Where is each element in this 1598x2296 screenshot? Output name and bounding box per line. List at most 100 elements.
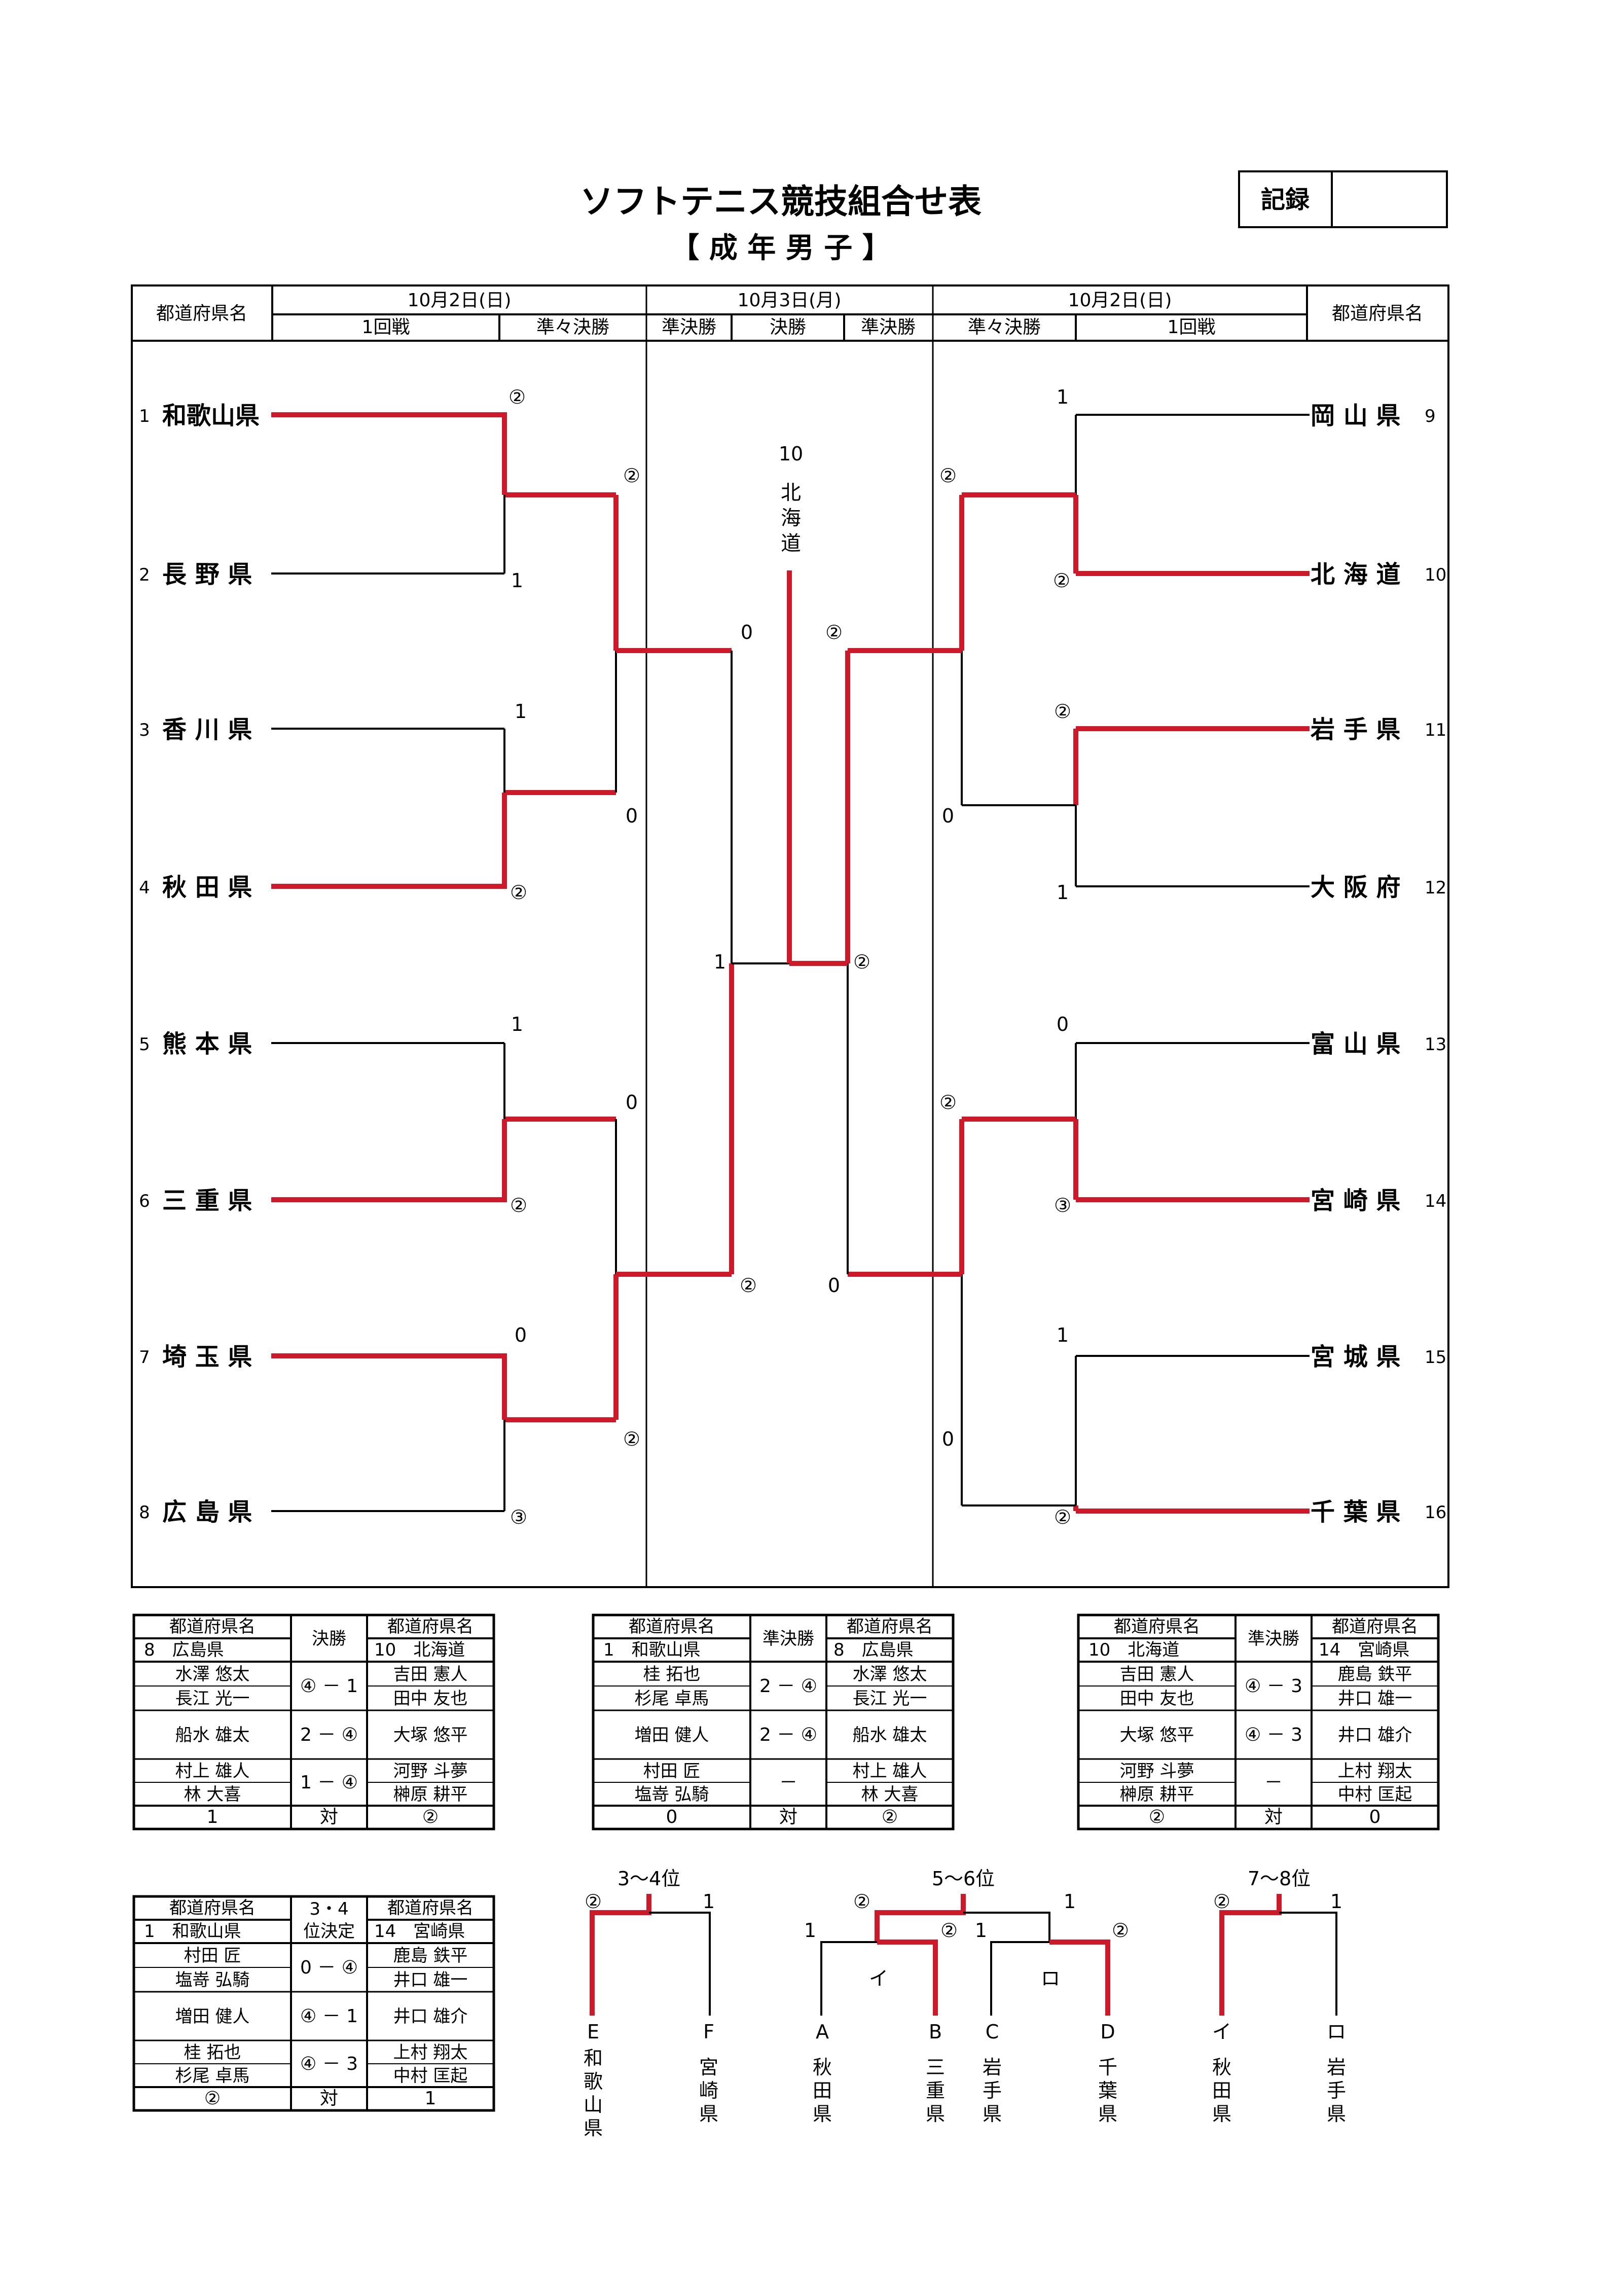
table-total: 対: [320, 1807, 338, 1827]
slot-label: ロ: [1041, 1967, 1060, 1990]
table-head-round: 3・4: [309, 1899, 348, 1919]
player-name: 村田 匠: [184, 1946, 241, 1966]
vertical-char: 重: [926, 2079, 945, 2102]
player-name: 水澤 悠太: [175, 1664, 250, 1684]
winner-line: [877, 1940, 938, 2016]
vertical-char: 田: [1212, 2079, 1231, 2102]
header-date-right: 10月2日(日): [1068, 290, 1172, 311]
table-head-pref: 都道府県名: [847, 1617, 933, 1637]
score-label: ②: [740, 1274, 757, 1297]
slot-label: ロ: [1327, 2021, 1346, 2043]
table-total: ②: [882, 1807, 898, 1827]
score-label: ②: [1054, 1506, 1071, 1528]
player-name: 林 大喜: [861, 1784, 919, 1805]
score-label: 0: [626, 1091, 638, 1114]
team-name: 熊 本 県: [162, 1030, 252, 1058]
table-head-pref: 都道府県名: [629, 1617, 715, 1637]
player-name: 塩嵜 弘騎: [635, 1784, 709, 1805]
placement-title: 5～6位: [932, 1868, 995, 1890]
score-label: 0: [515, 1324, 527, 1346]
team-number: 16: [1425, 1502, 1446, 1523]
score-label: 1: [511, 1013, 523, 1035]
vertical-char: 手: [983, 2079, 1002, 2102]
score-label: ②: [1053, 569, 1070, 592]
team-number: 6: [139, 1191, 150, 1211]
team-name: 埼 玉 県: [162, 1343, 252, 1371]
score-label: ②: [853, 951, 870, 973]
vertical-char: 県: [699, 2103, 718, 2125]
score-label: 1: [1330, 1890, 1342, 1913]
score-label: 1: [975, 1919, 987, 1942]
header-pref-left: 都道府県名: [156, 303, 247, 324]
team-number: 14: [1425, 1191, 1446, 1211]
match-score: 2 － ④: [300, 1725, 358, 1745]
vertical-char: 県: [1212, 2103, 1231, 2125]
score-label: ②: [585, 1890, 602, 1913]
header-round1-right: 1回戦: [1168, 317, 1216, 338]
player-name: 榊原 耕平: [393, 1784, 468, 1805]
bracket-line: [963, 1912, 1050, 1942]
winner-line: [271, 1353, 507, 1420]
table-head-pref: 都道府県名: [169, 1898, 256, 1918]
table-team: 8 広島県: [833, 1640, 914, 1660]
match-score: ④ － 3: [1245, 1725, 1302, 1745]
player-name: 中村 匡起: [1338, 1784, 1412, 1805]
table-head-pref: 都道府県名: [1332, 1617, 1418, 1637]
vertical-char: 崎: [699, 2079, 718, 2102]
vertical-char: 宮: [699, 2056, 718, 2078]
player-name: 増田 健人: [175, 2006, 250, 2027]
score-label: ②: [510, 881, 527, 904]
score-label: 0: [741, 621, 753, 643]
score-label: ③: [510, 1506, 527, 1528]
table-team: 10 北海道: [374, 1640, 465, 1660]
vertical-char: 歌: [584, 2070, 603, 2093]
team-number: 2: [139, 565, 150, 585]
table-total: 0: [1369, 1807, 1381, 1827]
score-label: ②: [939, 464, 957, 487]
winner-line: [271, 793, 507, 889]
placement-title: 3～4位: [618, 1868, 680, 1890]
table-team: 1 和歌山県: [144, 1921, 241, 1942]
player-name: 杉尾 卓馬: [635, 1689, 709, 1709]
score-label: 1: [511, 569, 523, 592]
score-label: 0: [1057, 1013, 1069, 1035]
team-name: 大 阪 府: [1311, 873, 1400, 902]
score-label: ②: [853, 1890, 870, 1913]
score-label: 1: [1057, 881, 1069, 904]
team-name: 千 葉 県: [1311, 1498, 1400, 1526]
score-label: 1: [1057, 386, 1069, 408]
player-name: 井口 雄一: [1338, 1689, 1412, 1709]
team-name: 三 重 県: [162, 1187, 252, 1215]
team-name: 香 川 県: [162, 715, 252, 744]
vertical-char: 県: [584, 2117, 603, 2139]
player-name: 鹿島 鉄平: [1338, 1664, 1412, 1684]
slot-label: イ: [1212, 2021, 1231, 2043]
player-name: 増田 健人: [635, 1725, 709, 1745]
vertical-char: 三: [926, 2056, 945, 2078]
score-label: 1: [714, 951, 726, 973]
score-label: 0: [942, 1428, 954, 1450]
vertical-char: 田: [813, 2079, 832, 2102]
match-score: ④ － 3: [300, 2054, 358, 2074]
table-total: 対: [320, 2088, 338, 2109]
team-number: 11: [1425, 720, 1446, 740]
slot-label: イ: [869, 1967, 888, 1990]
team-number: 3: [139, 720, 150, 740]
vertical-char: 手: [1327, 2079, 1346, 2102]
table-total: 対: [779, 1807, 797, 1827]
team-name: 岩 手 県: [1310, 715, 1400, 744]
vertical-char: 県: [1098, 2103, 1117, 2125]
record-box: 記録: [1238, 170, 1448, 228]
table-total: 1: [207, 1807, 219, 1827]
score-label: 1: [1064, 1890, 1076, 1913]
score-label: ②: [940, 1919, 958, 1942]
score-label: ②: [1112, 1919, 1129, 1942]
header-final: 決勝: [770, 317, 806, 338]
vertical-char: 葉: [1098, 2079, 1117, 2102]
team-name: 宮 崎 県: [1311, 1187, 1400, 1215]
team-name: 北 海 道: [1311, 560, 1400, 589]
winner-line: [271, 1119, 507, 1202]
